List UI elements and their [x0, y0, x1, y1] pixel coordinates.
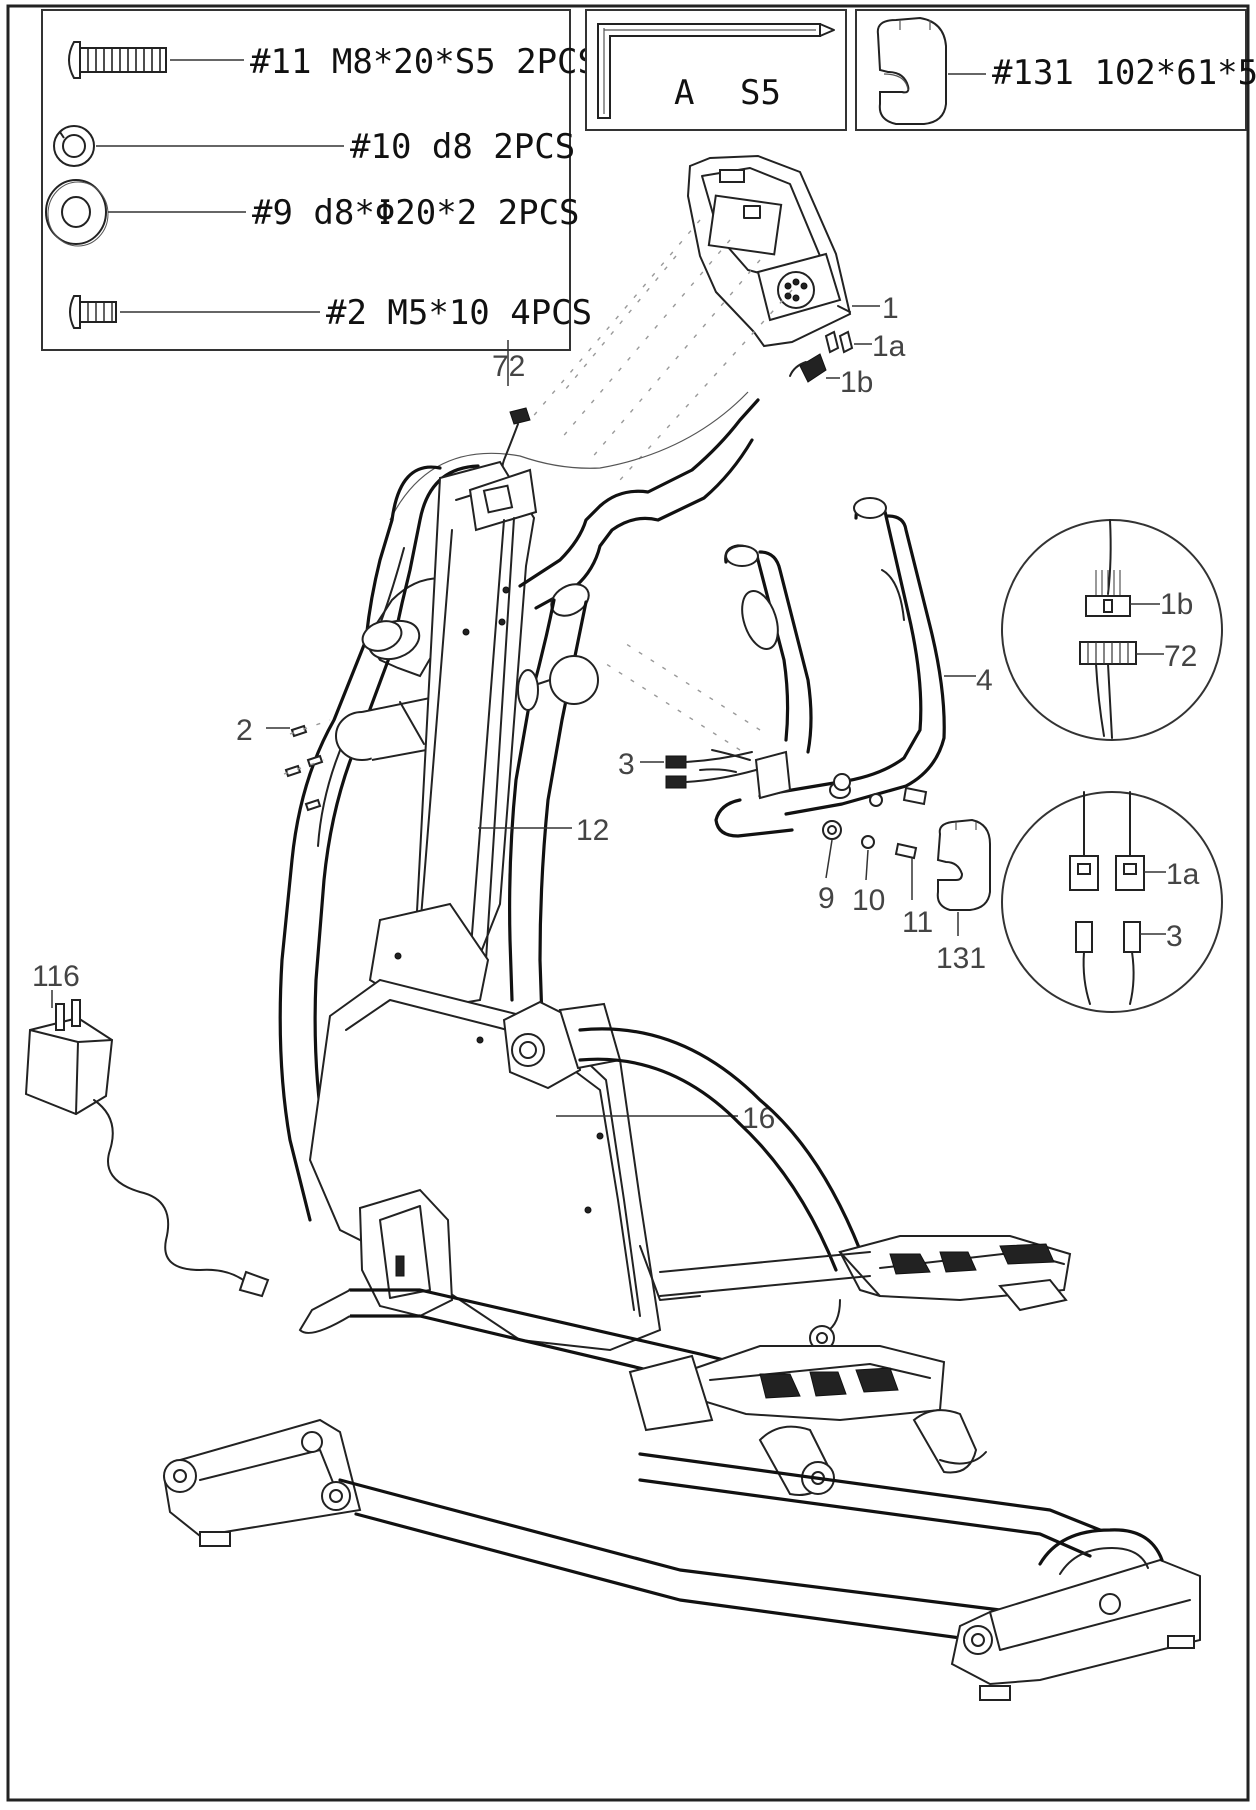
console	[686, 154, 854, 383]
detail-top-upper-label: 1b	[1160, 588, 1193, 621]
cable-3	[665, 751, 757, 789]
spring-washer-icon	[53, 125, 95, 167]
mounting-guide	[389, 219, 793, 521]
callout-131: 131	[936, 942, 986, 975]
cable-72	[501, 407, 531, 481]
callout-72: 72	[492, 350, 525, 383]
power-adapter	[24, 999, 270, 1298]
pedal-left	[628, 1345, 946, 1432]
detail-bottom	[1001, 791, 1223, 1013]
cover-label: #131 102*61*52	[992, 53, 1256, 93]
tool-letter: A	[674, 73, 694, 113]
detail-bottom-lower-label: 3	[1166, 920, 1183, 953]
cover-box: #131 102*61*52	[855, 9, 1256, 131]
rollers	[758, 1409, 987, 1496]
page-frame	[6, 4, 1250, 1802]
cover-icon	[876, 16, 947, 125]
callout-12: 12	[576, 814, 609, 847]
callout-1b: 1b	[840, 366, 873, 399]
detail-bottom-upper-label: 1a	[1166, 858, 1200, 891]
handlebar	[699, 497, 946, 838]
callout-11: 11	[902, 906, 933, 939]
crank-assembly	[358, 1000, 862, 1318]
callout-console: 1	[882, 292, 899, 325]
tool-size: S5	[740, 73, 781, 113]
callout-9: 9	[818, 882, 835, 915]
tool-box: A S5	[585, 9, 847, 131]
base	[162, 1418, 1201, 1701]
callout-1a: 1a	[872, 330, 906, 363]
callout-116: 116	[32, 960, 80, 993]
frame	[278, 398, 760, 1228]
part-label-11: #11 M8*20*S5 2PCS	[250, 42, 598, 82]
screws-2	[283, 719, 331, 812]
bolt-icon	[68, 41, 167, 79]
flat-washer-icon	[45, 179, 109, 247]
pedal-right	[809, 1235, 1072, 1351]
parts-box: #11 M8*20*S5 2PCS #10 d8 2PCS #9 d8*Φ20*…	[41, 9, 598, 351]
callout-2: 2	[236, 714, 253, 747]
screw-icon	[69, 295, 117, 329]
detail-top-lower-label: 72	[1164, 640, 1197, 673]
part-label-9: #9 d8*Φ20*2 2PCS	[252, 193, 580, 233]
cover-131	[936, 818, 991, 911]
part-label-2: #2 M5*10 4PCS	[326, 293, 592, 333]
callout-3: 3	[618, 748, 635, 781]
part-label-10: #10 d8 2PCS	[350, 127, 575, 167]
hex-key-icon	[597, 23, 835, 119]
callout-10: 10	[852, 884, 885, 917]
callout-4: 4	[976, 664, 993, 697]
fasteners	[599, 639, 928, 860]
detail-top	[1001, 519, 1223, 741]
